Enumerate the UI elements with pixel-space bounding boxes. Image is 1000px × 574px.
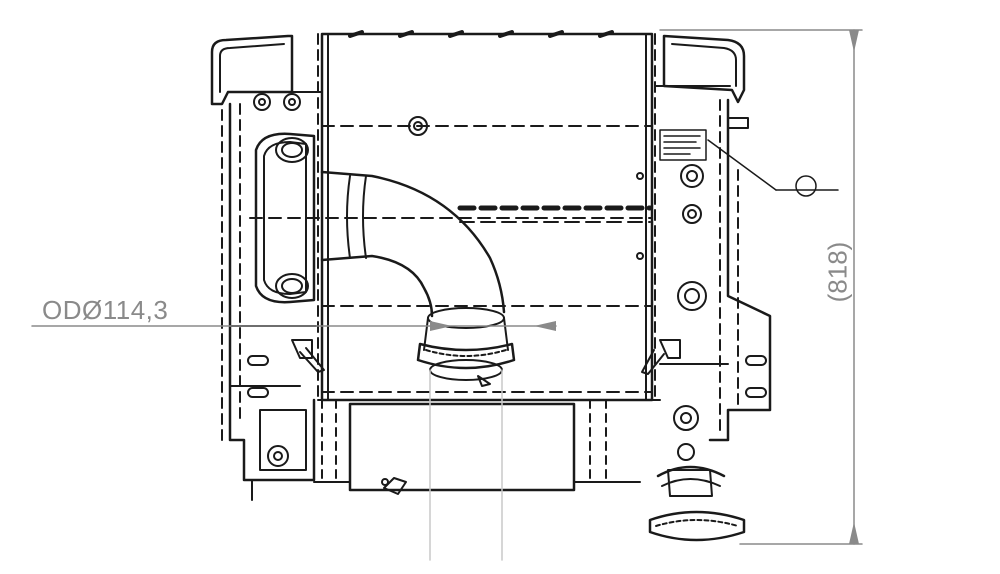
outlet-flange (648, 465, 746, 542)
left-top-bracket (210, 34, 323, 111)
lower-chamber (313, 399, 661, 495)
right-top-bracket (654, 34, 746, 104)
main-housing (249, 30, 656, 486)
inlet-elbow-pipe (320, 170, 516, 561)
overall-height-label: (818) (822, 241, 853, 303)
right-side-panel (641, 98, 839, 461)
dimension-lines (31, 29, 863, 545)
left-side-panel (221, 102, 325, 501)
outlet-diameter-label: ODØ114,3 (42, 295, 169, 325)
